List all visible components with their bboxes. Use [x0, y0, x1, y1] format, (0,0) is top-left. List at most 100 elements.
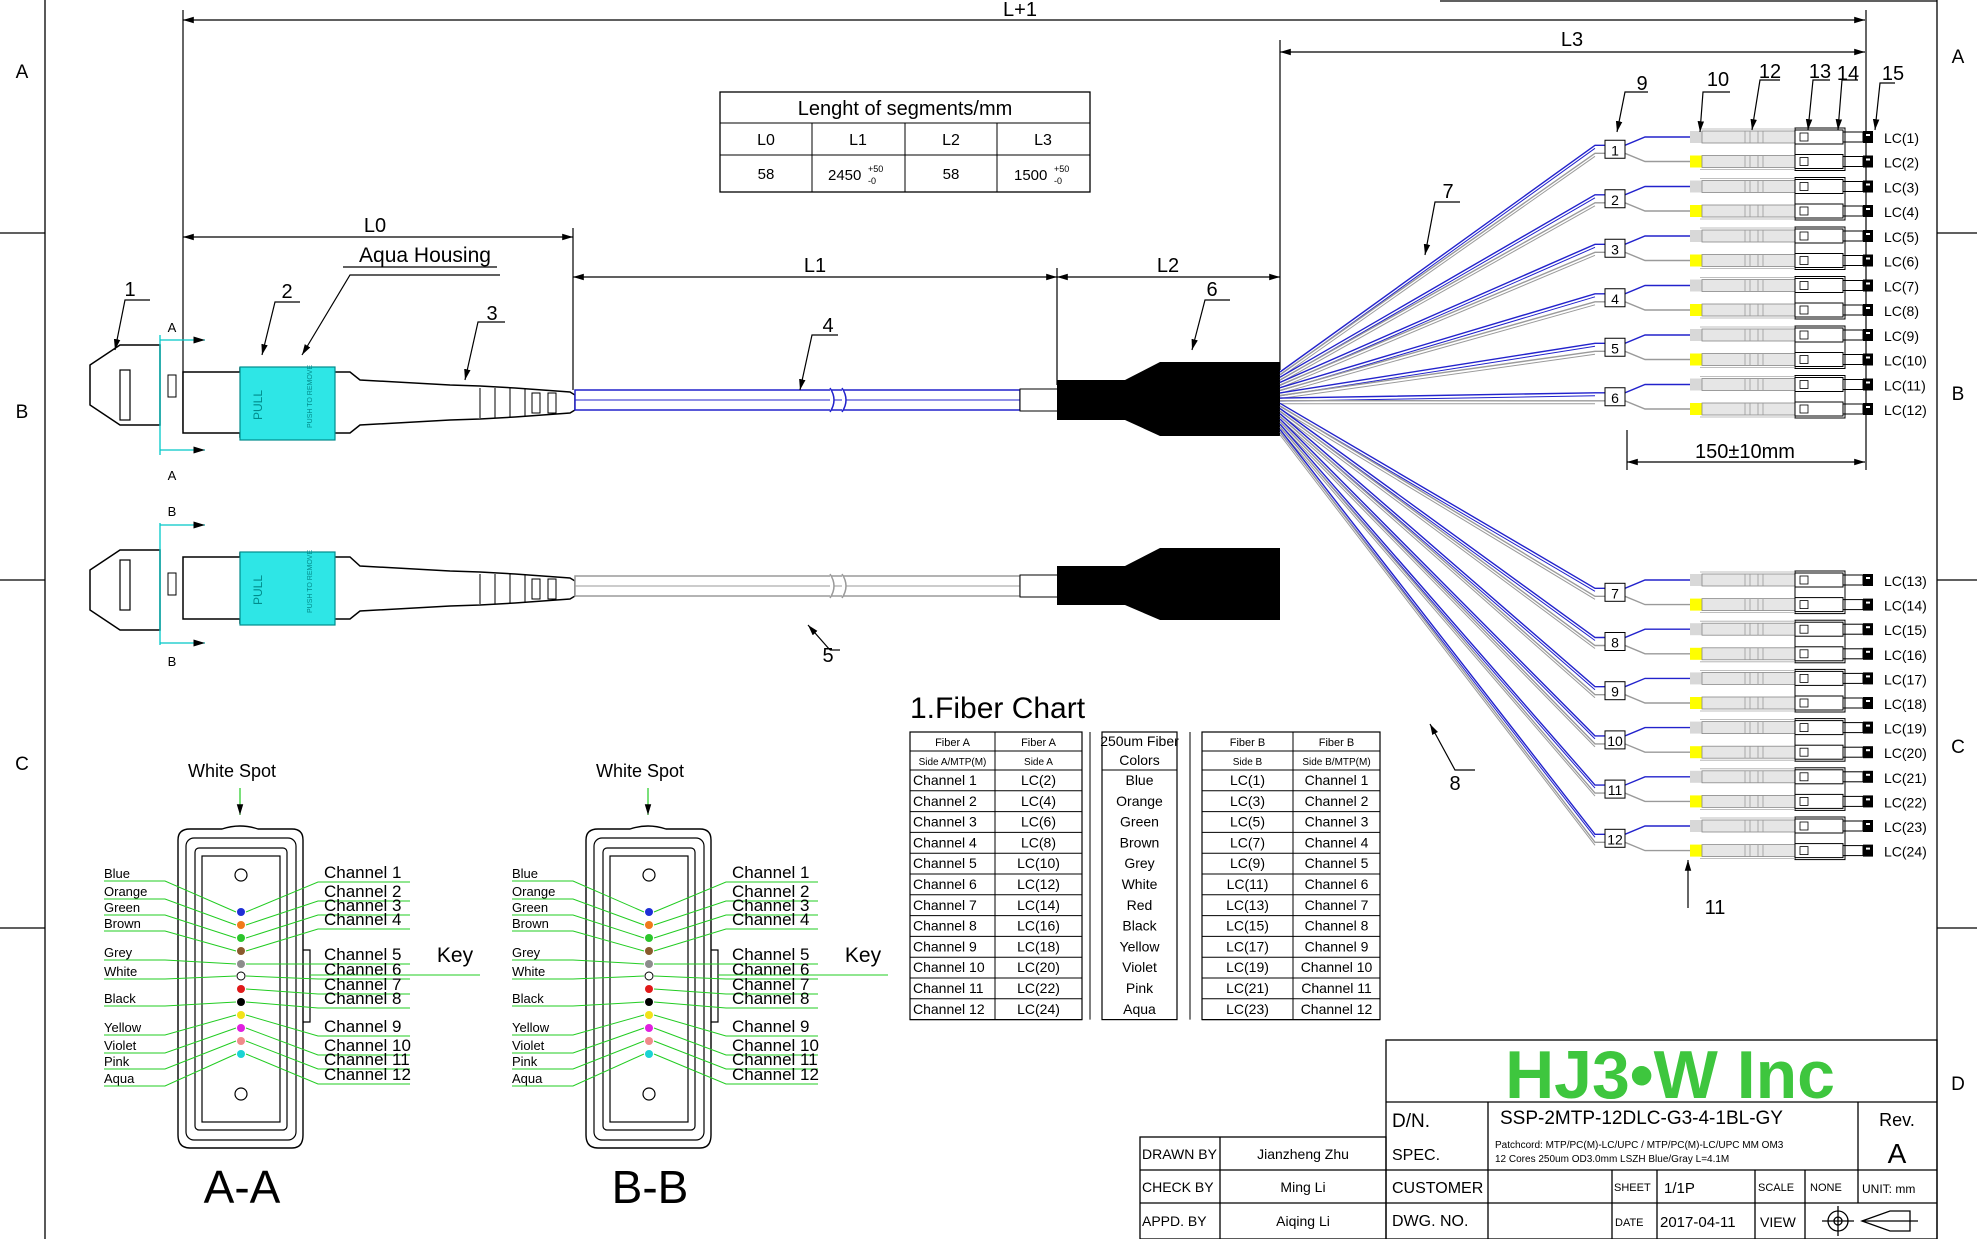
lc-latch	[1799, 772, 1809, 782]
end-face-inner	[602, 847, 696, 1131]
section-marks	[159, 335, 205, 647]
lc-label: LC(1)	[1884, 130, 1919, 146]
fiber-dot	[237, 934, 245, 942]
lc-end-mark	[1866, 650, 1870, 653]
lc-duplex-clip	[1794, 619, 1846, 664]
aqua-housing-a	[239, 366, 336, 441]
fiber-chart-cell: Yellow	[1120, 938, 1161, 954]
lc-boot-tip	[1690, 205, 1702, 217]
fanout-fiber	[1279, 353, 1596, 399]
color-leader	[104, 898, 237, 926]
fiber-chart-header: 250um Fiber	[1100, 733, 1179, 749]
lc-boot-tip	[1690, 131, 1702, 143]
lc-boot-tip	[1690, 746, 1702, 759]
segment-tol-minus: -0	[1054, 176, 1062, 186]
lc-end-mark	[1866, 208, 1870, 210]
lc-end	[1863, 721, 1873, 734]
fiber-chart-cell: LC(5)	[1230, 814, 1265, 830]
white-spot-label: White Spot	[596, 761, 684, 781]
channel-leader	[653, 988, 818, 995]
lc-boot	[1701, 303, 1796, 317]
lc-boot-ribs	[1744, 329, 1764, 341]
fiber-chart-cell: Channel 12	[913, 1001, 985, 1017]
channel-leader	[653, 914, 818, 939]
fiber-chart-frame	[1101, 731, 1178, 1021]
fiber-chart-cell: Channel 9	[1305, 938, 1369, 954]
fiber-color-label: Aqua	[512, 1071, 543, 1086]
pair-number: 3	[1611, 241, 1619, 257]
fiber-chart-cell: Channel 7	[913, 897, 977, 913]
lc-boot	[1701, 402, 1796, 416]
dim-pigtail-label: 150±10mm	[1695, 441, 1795, 463]
lc-boot-ribs	[1744, 230, 1764, 242]
fiber-chart-cell: Aqua	[1123, 1001, 1156, 1017]
fiber-chart-subheader: Side B	[1233, 757, 1263, 768]
fiber-chart-cell: Violet	[1122, 959, 1157, 975]
pair-number: 1	[1611, 142, 1619, 158]
lc-latch	[1799, 624, 1809, 634]
fiber-color-label: Yellow	[512, 1020, 550, 1035]
lc-end	[1863, 647, 1873, 660]
fiber-chart-cell: LC(16)	[1017, 918, 1060, 934]
fiber-color-label: Blue	[104, 866, 130, 881]
lc-end	[1863, 844, 1873, 857]
fiber-chart-cell: Channel 6	[913, 876, 977, 892]
fiber-dot	[237, 921, 245, 929]
end-face-title: B-B	[612, 1161, 689, 1213]
lc-label: LC(11)	[1884, 378, 1926, 394]
lc-end-mark	[1866, 134, 1870, 136]
dim-l0-label: L0	[364, 215, 386, 237]
dwg-label: DWG. NO.	[1392, 1213, 1468, 1230]
lc-end-mark	[1866, 381, 1870, 384]
lc-boot	[1701, 353, 1796, 366]
fanout-fiber	[1279, 155, 1596, 379]
svg-text:B: B	[168, 654, 177, 669]
fiber-chart-cell: LC(20)	[1017, 959, 1060, 975]
fiber-chart-cell: Channel 8	[1305, 918, 1369, 934]
lc-latch	[1799, 846, 1809, 855]
lc-connectors: 123456789101112LC(1)LC(2)LC(3)LC(4)LC(5)…	[1604, 127, 1927, 861]
lc-boot-tip	[1690, 155, 1702, 168]
lc-boot-ribs	[1744, 574, 1764, 586]
segment-length-table: Lenght of segments/mm L0 L1 L2 L3 58 245…	[719, 91, 1091, 193]
lc-end	[1863, 795, 1873, 808]
color-leader	[512, 914, 645, 939]
fiber-chart-cell: White	[1122, 876, 1158, 892]
dim-l2-label: L2	[1157, 255, 1179, 277]
company-name: HJ3•W Inc	[1505, 1037, 1835, 1113]
fiber-chart-cell: LC(9)	[1230, 855, 1265, 871]
lc-end	[1863, 623, 1873, 636]
segment-header: L3	[1034, 132, 1052, 149]
channel-label: Channel 3	[324, 896, 402, 915]
channel-leader	[653, 1040, 818, 1070]
callout-10: 10	[1707, 69, 1729, 91]
fiber-dot	[237, 985, 245, 993]
pair-number-box	[1604, 337, 1626, 357]
fiber-dot	[236, 971, 246, 981]
dim-l1-label: L1	[804, 255, 826, 277]
lc-latch	[1799, 821, 1809, 831]
lc-ferrule	[1842, 697, 1864, 709]
unit-value: UNIT: mm	[1862, 1182, 1915, 1196]
channel-leader	[245, 1014, 410, 1037]
lc-label: LC(5)	[1884, 229, 1919, 245]
lc-boot-ribs	[1744, 254, 1764, 267]
channel-leader	[653, 1027, 818, 1056]
lc-latch	[1799, 305, 1809, 315]
lc-boot	[1701, 770, 1796, 784]
fiber-color-label: Brown	[512, 916, 549, 931]
fiber-dot	[645, 921, 653, 929]
sheet-label: SHEET	[1614, 1182, 1651, 1194]
channel-label: Channel 6	[324, 960, 402, 979]
pair-number-box	[1604, 828, 1626, 848]
lc-boot-ribs	[1744, 279, 1764, 292]
lc-label: LC(10)	[1884, 353, 1927, 369]
lc-boot-tip	[1690, 672, 1702, 685]
color-leader	[104, 959, 237, 965]
fiber-chart-cell: Channel 6	[1305, 876, 1369, 892]
fiber-color-label: Blue	[512, 866, 538, 881]
pair-number-box	[1604, 139, 1626, 159]
fiber-chart-header: Fiber A	[1021, 737, 1057, 749]
channel-leader	[653, 1001, 818, 1009]
segment-header: L2	[942, 132, 960, 149]
